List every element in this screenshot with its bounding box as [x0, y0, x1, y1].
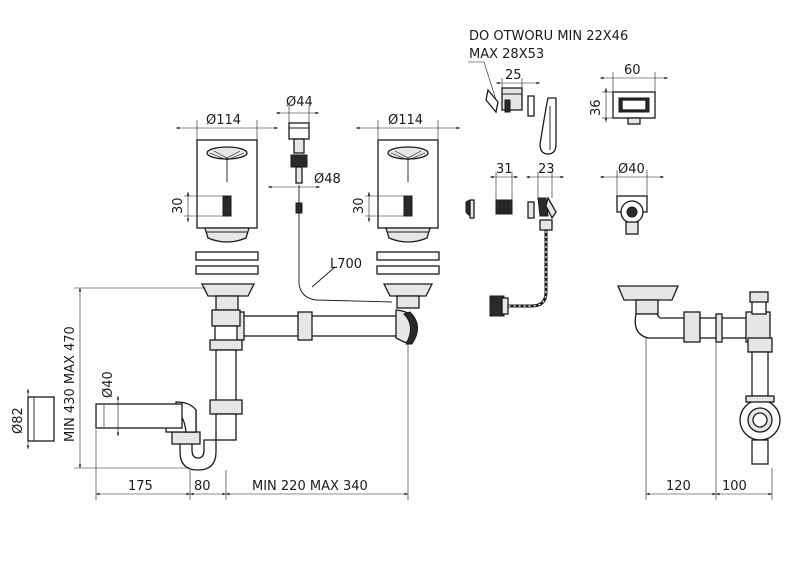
dim-label-25: 25 — [505, 68, 522, 83]
dim-label-114-left: Ø114 — [206, 113, 241, 128]
reducer-82 — [27, 396, 55, 442]
overflow-corrugated-hose — [489, 219, 553, 317]
overflow-cable — [298, 228, 393, 303]
tailpiece-and-trap — [165, 309, 243, 471]
overflow-face-plate — [612, 91, 656, 125]
opening-note-line1: DO OTWORU MIN 22X46 — [469, 29, 628, 44]
l700-leader — [311, 266, 336, 288]
overflow-plug-part — [288, 122, 310, 228]
dim-label-36: 36 — [589, 99, 604, 116]
connection-pipe — [233, 309, 418, 345]
outlet-pipe — [95, 403, 183, 429]
dim-label-31: 31 — [496, 162, 513, 177]
left-sink-seals — [195, 251, 259, 311]
dim-label-30-left: 30 — [171, 197, 186, 214]
dim-label-44: Ø44 — [286, 95, 313, 110]
right-sink-seals — [376, 251, 440, 309]
dim-label-l700: L700 — [330, 257, 362, 272]
dim-label-82: Ø82 — [11, 407, 26, 434]
dim-label-100: 100 — [722, 479, 747, 494]
dim-label-80: 80 — [194, 479, 211, 494]
dim-label-23: 23 — [538, 162, 555, 177]
dim-label-175: 175 — [128, 479, 153, 494]
dim-label-40-outlet: Ø40 — [101, 371, 116, 398]
dim-label-48: Ø48 — [314, 172, 341, 187]
left-strainer-basket — [196, 139, 258, 243]
dim-label-60: 60 — [624, 63, 641, 78]
side-view-assembly — [617, 285, 781, 465]
dim-label-114-right: Ø114 — [388, 113, 423, 128]
opening-note-line2: MAX 28X53 — [469, 47, 544, 62]
dim-label-30-right: 30 — [352, 197, 367, 214]
dim-label-40-top: Ø40 — [618, 162, 645, 177]
right-strainer-basket — [377, 139, 439, 243]
overflow-elbow-40 — [616, 195, 648, 235]
overflow-housing-detail — [485, 87, 557, 155]
dim-label-120: 120 — [666, 479, 691, 494]
dim-label-spacing: MIN 220 MAX 340 — [252, 479, 368, 494]
overflow-small-parts — [465, 196, 557, 220]
dim-label-height: MIN 430 MAX 470 — [63, 326, 78, 442]
